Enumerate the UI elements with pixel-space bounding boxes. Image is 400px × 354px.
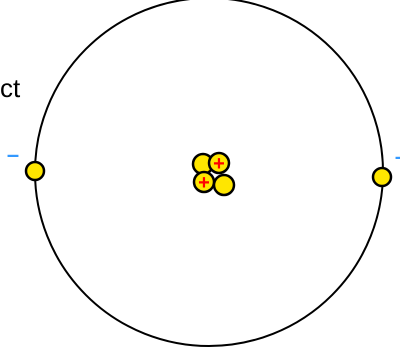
proton-top-right-charge: +	[213, 153, 225, 175]
electron-right: –	[373, 144, 400, 186]
electron-left-charge: –	[7, 142, 19, 167]
electron-right-charge: –	[395, 144, 400, 169]
electron-left-particle	[26, 162, 44, 180]
neutron-bottom-right	[214, 175, 234, 195]
electron-right-particle	[373, 168, 391, 186]
proton-bottom-left-charge: +	[198, 172, 210, 194]
nucleus: + +	[193, 153, 234, 195]
electron-left: –	[7, 142, 44, 180]
clipped-label: ct	[0, 73, 21, 103]
